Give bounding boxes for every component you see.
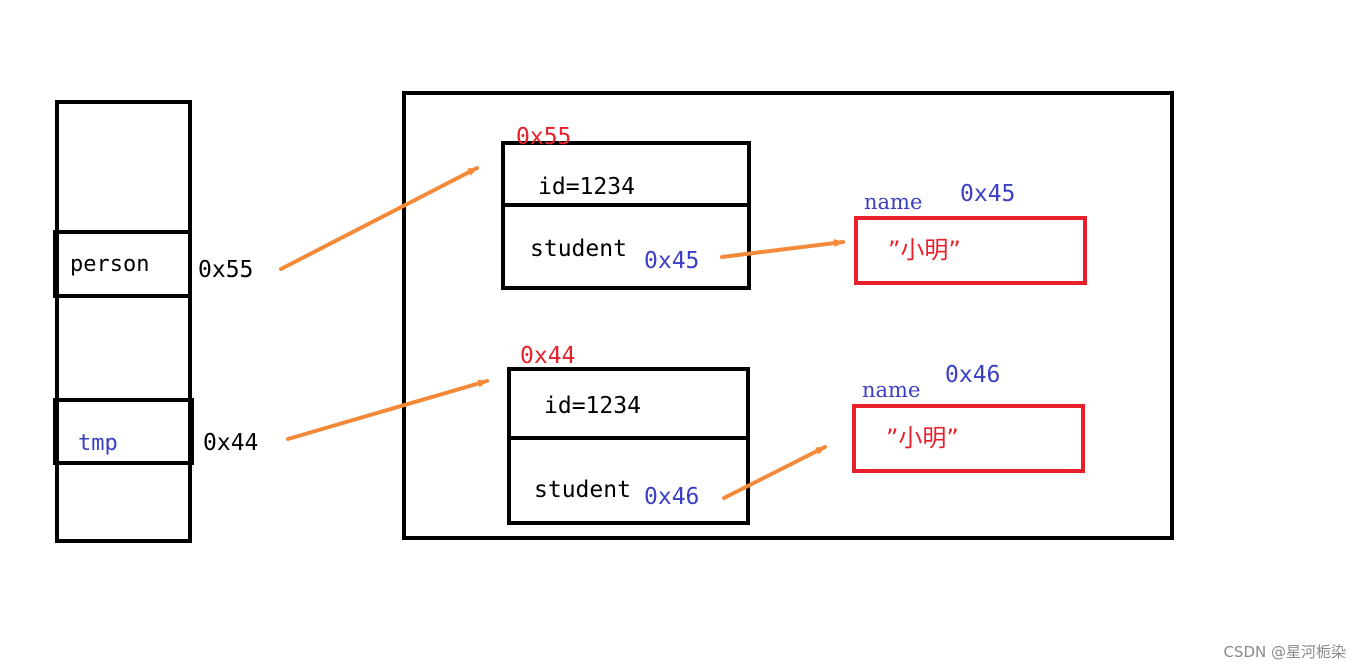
stack-column: person tmp 0x55 0x44 [53,100,258,543]
name-address-label: 0x45 [960,181,1015,207]
name-field-label: name [862,378,920,402]
heap-object-0x55: 0x55 id=1234 student 0x45 [501,124,751,290]
tmp-address-label: 0x44 [203,430,258,456]
id-field-label: id=1234 [538,174,635,200]
watermark-text: CSDN @星河栀染 [1223,643,1346,661]
student-reference-label: 0x46 [644,484,699,510]
stack-cell-tmp [53,398,194,465]
student-field-label: student [534,477,631,503]
name-value-box [854,216,1087,285]
name-value-text: ”小明” [888,236,961,264]
name-value-text: ”小明” [886,424,959,452]
arrow-tmp-to-object [286,379,489,441]
object-address-label: 0x44 [520,343,575,369]
stack-outline [55,100,192,543]
reference-arrows [279,166,845,500]
arrow-student-to-name-2 [722,445,827,500]
person-address-label: 0x55 [198,257,253,283]
object-box [507,367,750,525]
heap-region: 0x55 id=1234 student 0x45 name 0x45 ”小明”… [402,91,1174,540]
person-variable-label: person [70,252,149,277]
name-value-box [852,404,1085,473]
stack-cell-person [53,230,192,298]
tmp-variable-label: tmp [78,431,118,456]
object-box [501,141,751,290]
name-field-label: name [864,190,922,214]
heap-object-0x44: 0x44 id=1234 student 0x46 [507,343,750,525]
arrow-person-to-object [279,166,479,271]
name-string-0x45: name 0x45 ”小明” [854,181,1087,285]
student-field-label: student [530,236,627,262]
name-address-label: 0x46 [945,362,1000,388]
heap-outline [402,91,1174,540]
name-string-0x46: name 0x46 ”小明” [852,362,1085,473]
id-field-label: id=1234 [544,393,641,419]
arrow-student-to-name-1 [720,239,845,259]
object-address-label: 0x55 [516,124,571,150]
student-reference-label: 0x45 [644,248,699,274]
